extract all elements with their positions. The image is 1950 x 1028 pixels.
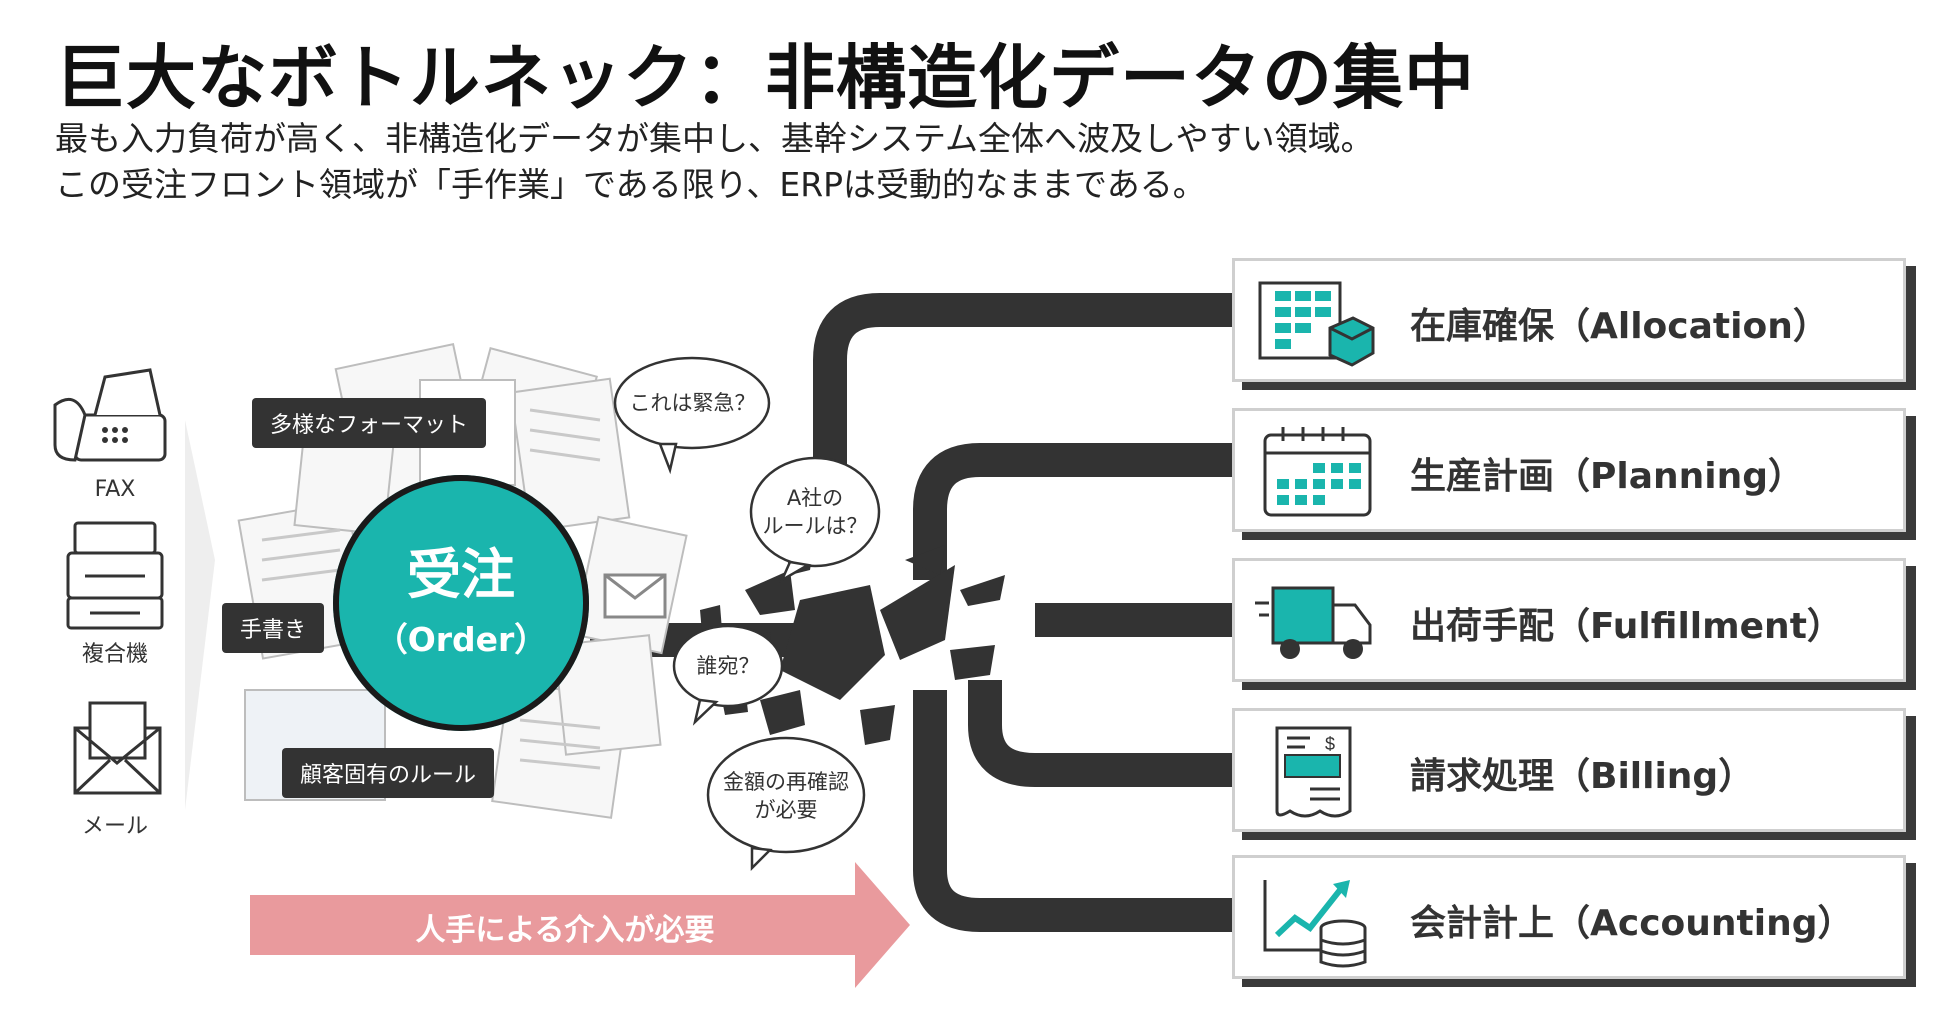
order-subtitle: （Order） [374, 620, 548, 659]
tag-handwriting: 手書き [222, 603, 325, 653]
line-accounting [913, 690, 1235, 932]
inventory-icon [1258, 281, 1375, 367]
dest-label-billing: 請求処理（Billing） [1410, 756, 1755, 797]
line-allocation [813, 293, 1235, 465]
speech-bubbles [613, 356, 881, 854]
calendar-icon [1263, 427, 1372, 517]
intervention-arrow [250, 862, 910, 988]
tag-various-formats: 多様なフォーマット [252, 398, 487, 448]
input-label-fax: FAX [94, 477, 136, 502]
input-label-mail: メール [81, 814, 148, 839]
input-label-printer: 複合機 [81, 642, 148, 667]
bubble-amount-line1: 金額の再確認 [723, 770, 849, 794]
input-fax: FAX [50, 365, 180, 502]
subtitle-line-1: 最も入力負荷が高く、非構造化データが集中し、基幹システム全体へ波及しやすい領域。 [55, 119, 1374, 158]
dest-label-fulfillment: 出荷手配（Fulfillment） [1410, 606, 1843, 647]
invoice-icon: $ [1275, 726, 1352, 818]
fax-icon [53, 368, 167, 462]
bubble-who: 誰宛？ [696, 654, 760, 678]
page-title: 巨大なボトルネック：非構造化データの集中 [55, 37, 1475, 119]
tag-customer-rules: 顧客固有のルール [282, 748, 495, 798]
input-funnel [185, 420, 215, 810]
bubble-rules-line2: ルールは？ [762, 514, 868, 538]
pile-envelope-icon [603, 573, 667, 619]
dest-billing: $ 請求処理（Billing） [1232, 708, 1906, 832]
dest-label-planning: 生産計画（Planning） [1410, 456, 1805, 497]
input-printer: 複合機 [50, 518, 180, 667]
svg-text:$: $ [1325, 734, 1335, 754]
growth-chart-icon [1263, 880, 1367, 968]
bubble-amount-line2: が必要 [754, 798, 818, 822]
dest-allocation: 在庫確保（Allocation） [1232, 258, 1906, 382]
intervention-label: 人手による介入が必要 [415, 913, 715, 948]
dest-fulfillment: 出荷手配（Fulfillment） [1232, 558, 1906, 682]
bubble-tails [658, 442, 812, 872]
dest-label-accounting: 会計計上（Accounting） [1410, 903, 1854, 944]
bubble-urgent: これは緊急？ [629, 391, 756, 415]
subtitle-line-2: この受注フロント領域が「手作業」である限り、ERPは受動的なままである。 [55, 165, 1206, 204]
order-node: 受注 （Order） [333, 475, 589, 731]
dest-label-allocation: 在庫確保（Allocation） [1410, 306, 1829, 347]
printer-icon [66, 521, 164, 630]
order-title: 受注 [407, 543, 515, 606]
mail-icon [73, 701, 162, 795]
dest-accounting: 会計計上（Accounting） [1232, 855, 1906, 979]
line-billing [968, 680, 1235, 787]
flow-lines [590, 293, 1235, 932]
dest-planning: 生産計画（Planning） [1232, 408, 1906, 532]
input-mail: メール [50, 698, 180, 839]
bubble-rules-line1: A社の [786, 486, 844, 510]
line-planning [913, 443, 1235, 580]
paper-lines [261, 408, 601, 770]
truck-icon [1255, 586, 1372, 659]
